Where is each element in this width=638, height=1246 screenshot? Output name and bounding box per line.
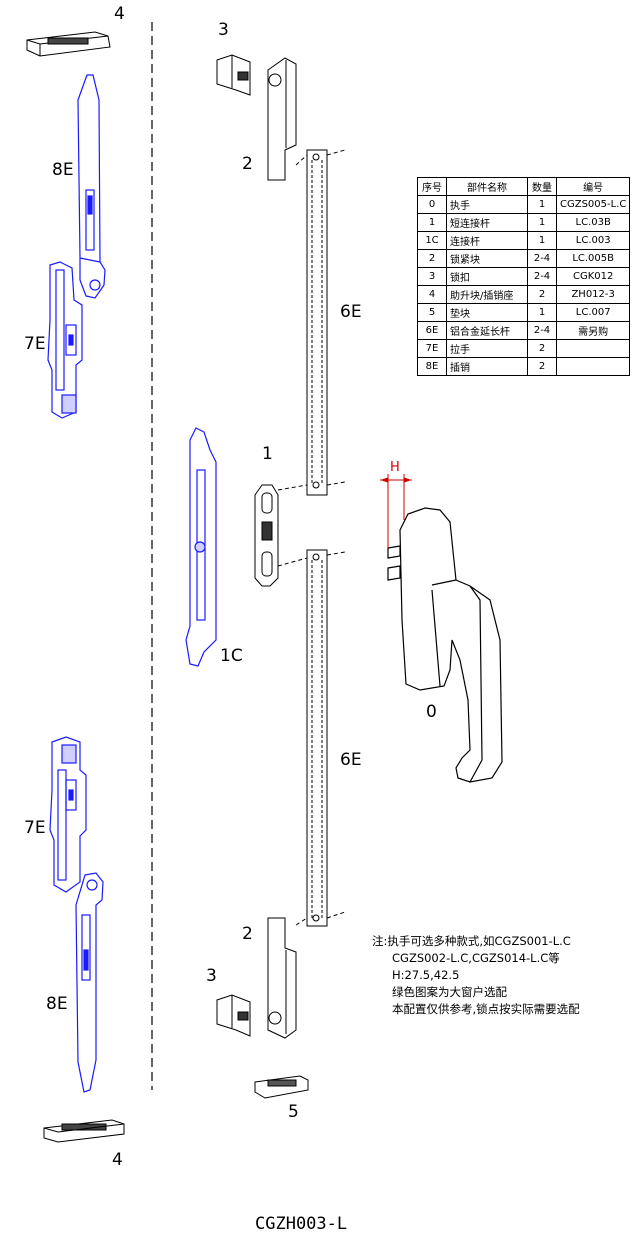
label-part-0: 0	[426, 702, 437, 722]
part-5-shape	[254, 1075, 309, 1099]
table-cell	[555, 339, 631, 358]
dimension-h-marker	[380, 474, 412, 548]
table-cell: 需另购	[555, 321, 631, 340]
table-cell: 2-4	[527, 267, 557, 286]
table-cell: 2-4	[527, 249, 557, 268]
part-2-bottom-shape	[267, 917, 297, 1039]
label-part-1c: 1C	[220, 646, 243, 666]
part-1-shape	[254, 484, 279, 587]
table-cell: CGZS005-L.C	[555, 195, 631, 214]
table-cell: 1	[417, 213, 447, 232]
table-cell: 5	[417, 303, 447, 322]
part-7e-top-shape	[47, 261, 83, 419]
note-line: CGZS002-L.C,CGZS014-L.C等	[392, 951, 560, 965]
label-part-3-bottom: 3	[206, 966, 217, 986]
table-cell: 锁紧块	[446, 249, 528, 268]
table-cell: 短连接杆	[446, 213, 528, 232]
table-header-cell: 序号	[417, 177, 447, 196]
part-3-top-shape	[216, 54, 251, 96]
table-cell: 1	[527, 213, 557, 232]
label-part-8e-top: 8E	[52, 160, 74, 180]
table-cell: 拉手	[446, 339, 528, 358]
part-7e-bottom-shape	[49, 736, 87, 893]
table-cell: 连接杆	[446, 231, 528, 250]
label-part-3-top: 3	[218, 20, 229, 40]
table-cell: 锁扣	[446, 267, 528, 286]
table-header-row: 序号 部件名称 数量 编号	[417, 177, 631, 196]
part-3-bottom-shape	[216, 994, 251, 1037]
note-line: 注:执手可选多种款式,如CGZS001-L.C	[372, 934, 571, 948]
part-2-top-shape	[267, 57, 297, 181]
table-cell: 2	[527, 357, 557, 376]
table-cell: LC.007	[555, 303, 631, 322]
table-cell: LC.03B	[555, 213, 631, 232]
label-part-5: 5	[288, 1102, 299, 1122]
table-cell: 2-4	[527, 321, 557, 340]
table-cell: ZH012-3	[555, 285, 631, 304]
table-cell: 1C	[417, 231, 447, 250]
part-6e-bottom-rail	[306, 549, 328, 927]
table-cell: 0	[417, 195, 447, 214]
note-line: 绿色图案为大窗户选配	[392, 985, 507, 999]
part-0-handle-shape	[387, 507, 503, 783]
label-part-6e-bottom: 6E	[340, 750, 362, 770]
table-header-cell: 数量	[527, 177, 557, 196]
table-header-cell: 部件名称	[446, 177, 528, 196]
part-8e-top-shape	[77, 74, 106, 299]
table-cell: 插销	[446, 357, 528, 376]
label-part-1: 1	[262, 444, 273, 464]
table-cell: 执手	[446, 195, 528, 214]
model-number: CGZH003-L	[255, 1214, 348, 1234]
table-cell: 1	[527, 231, 557, 250]
table-cell: 助升块/插销座	[446, 285, 528, 304]
table-cell: 4	[417, 285, 447, 304]
table-cell: 垫块	[446, 303, 528, 322]
label-part-6e-top: 6E	[340, 302, 362, 322]
table-header-cell: 编号	[555, 177, 631, 196]
label-part-7e-bottom: 7E	[24, 818, 46, 838]
note-block: 注:执手可选多种款式,如CGZS001-L.C CGZS002-L.C,CGZS…	[372, 933, 580, 1018]
table-cell: LC.005B	[555, 249, 631, 268]
table-cell: LC.003	[555, 231, 631, 250]
table-cell: 2	[527, 339, 557, 358]
table-cell: 6E	[417, 321, 447, 340]
table-cell	[555, 357, 631, 376]
table-cell: 7E	[417, 339, 447, 358]
part-4-top-shape	[26, 31, 111, 57]
part-6e-top-rail	[306, 149, 328, 496]
label-part-4-top: 4	[114, 4, 125, 24]
part-8e-bottom-shape	[75, 872, 104, 1093]
part-1c-shape	[185, 427, 217, 667]
note-line: H:27.5,42.5	[392, 968, 460, 982]
part-4-bottom-shape	[43, 1119, 125, 1143]
table-cell: 1	[527, 303, 557, 322]
label-part-2-top: 2	[242, 154, 253, 174]
table-cell: 3	[417, 267, 447, 286]
label-part-4-bottom: 4	[112, 1150, 123, 1170]
label-part-2-bottom: 2	[242, 924, 253, 944]
label-part-8e-bottom: 8E	[46, 994, 68, 1014]
table-cell: CGK012	[555, 267, 631, 286]
table-cell: 8E	[417, 357, 447, 376]
table-cell: 2	[527, 285, 557, 304]
table-cell: 铝合金延长杆	[446, 321, 528, 340]
table-cell: 2	[417, 249, 447, 268]
label-dimension-h: H	[390, 460, 400, 475]
label-part-7e-top: 7E	[24, 334, 46, 354]
table-cell: 1	[527, 195, 557, 214]
note-line: 本配置仅供参考,锁点按实际需要选配	[392, 1002, 580, 1016]
